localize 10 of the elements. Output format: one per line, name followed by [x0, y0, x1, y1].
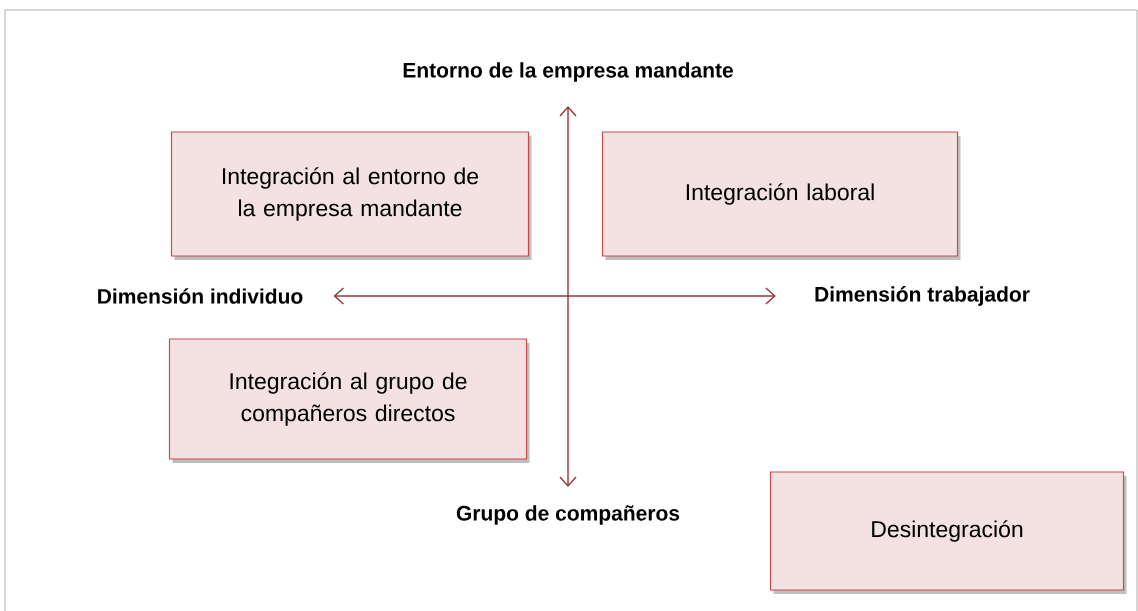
- text-box: Integración laboral: [601, 131, 961, 260]
- axis-label: Dimensión trabajador: [815, 286, 1030, 306]
- axis-label: Grupo de compañeros: [456, 505, 680, 525]
- axis-label: Dimensión individuo: [98, 288, 303, 304]
- axis-arrow: [333, 287, 776, 305]
- axis-label: Entorno de la empresa mandante: [403, 62, 733, 82]
- text-box: Integración al entorno de la empresa mandante: [170, 131, 532, 260]
- text-box: Integración al grupo de compañeros directos: [168, 338, 530, 463]
- text-box: Desintegración: [769, 471, 1127, 594]
- axis-arrow: [559, 106, 577, 487]
